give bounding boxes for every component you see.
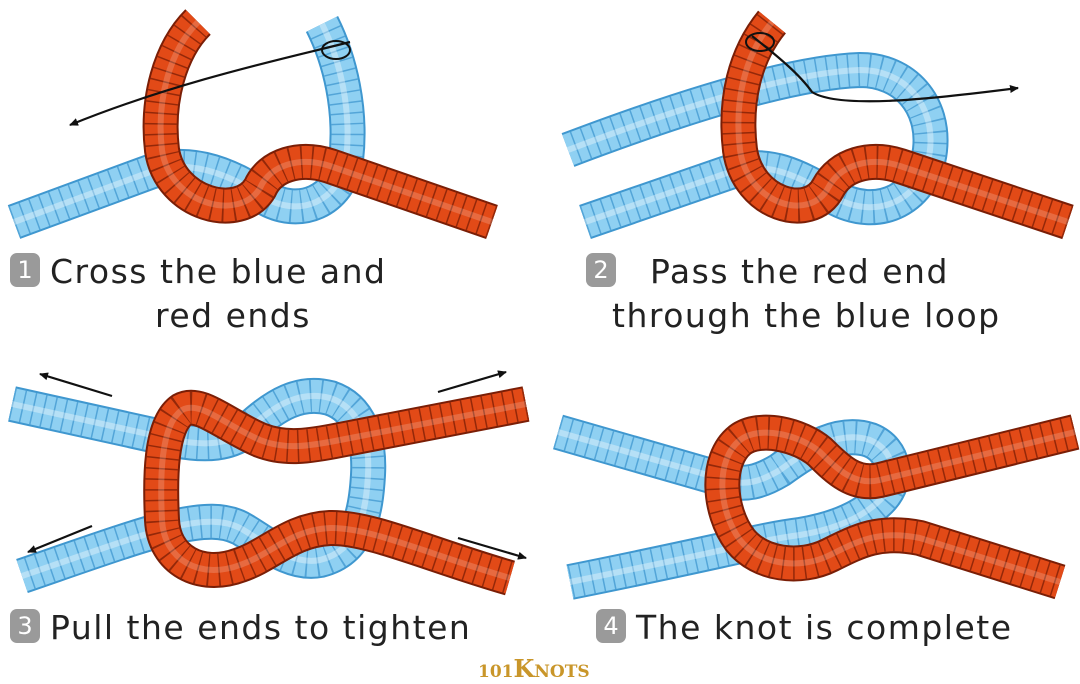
- step-1-illustration: [14, 22, 492, 222]
- arrow-icon: [70, 42, 350, 125]
- arrow-icon: [438, 372, 506, 392]
- step-4-line-1: The knot is complete: [636, 608, 1013, 647]
- step-4-illustration: [558, 432, 1075, 582]
- step-3-illustration: [12, 372, 526, 578]
- step-3-caption: 3 Pull the ends to tighten: [10, 606, 550, 650]
- step-1-caption: 1 Cross the blue and red ends: [10, 250, 450, 338]
- logo-prefix: 101: [478, 662, 514, 682]
- step-number-badge: 2: [586, 253, 616, 287]
- step-1-line-1: Cross the blue and: [50, 252, 387, 291]
- step-2-line-2: through the blue loop: [612, 296, 1001, 335]
- step-2-caption: 2 Pass the red end through the blue loop: [586, 250, 1066, 338]
- logo-initial: K: [514, 654, 535, 683]
- step-1-line-2: red ends: [155, 296, 311, 335]
- step-3-line-1: Pull the ends to tighten: [50, 608, 471, 647]
- step-4-caption: 4 The knot is complete: [596, 606, 1076, 650]
- step-2-illustration: [568, 22, 1068, 222]
- step-number-badge: 4: [596, 609, 626, 643]
- brand-logo: 101KNOTS: [478, 654, 588, 680]
- logo-rest: NOTS: [534, 662, 589, 682]
- step-number-badge: 3: [10, 609, 40, 643]
- arrow-icon: [40, 374, 112, 396]
- step-2-line-1: Pass the red end: [650, 252, 949, 291]
- step-number-badge: 1: [10, 253, 40, 287]
